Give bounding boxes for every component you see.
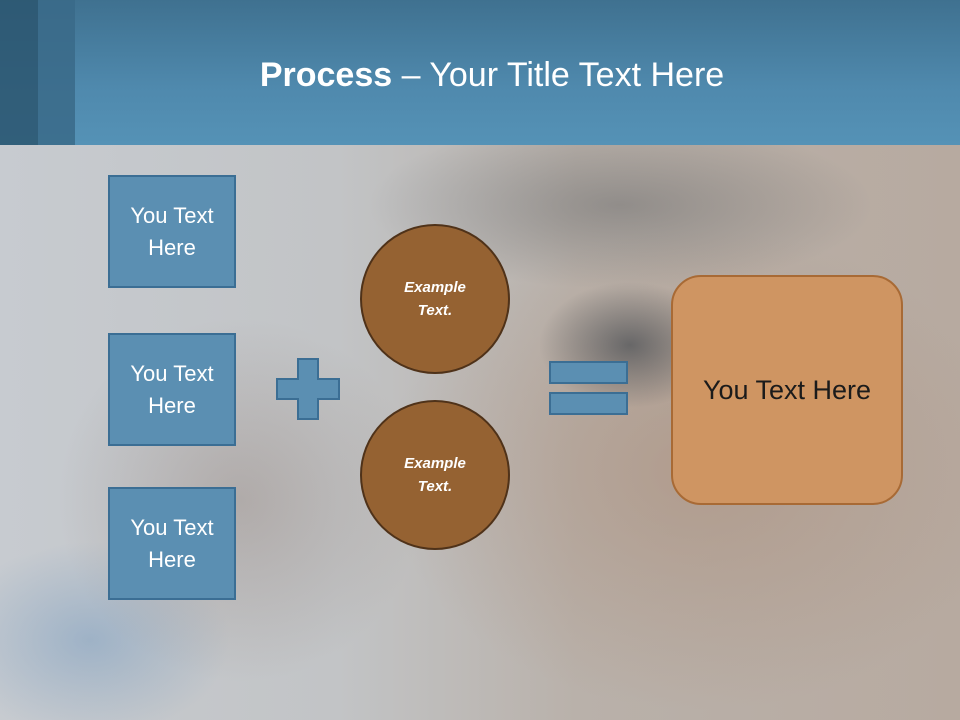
input-box-label: You Text Here (130, 360, 214, 418)
slide-title-rest: – Your Title Text Here (392, 56, 725, 94)
title-bar (0, 0, 960, 145)
slide-title: Process – Your Title Text Here (0, 50, 960, 100)
result-box-label: You Text Here (702, 375, 872, 405)
equals-icon (549, 361, 628, 415)
input-box-2[interactable]: You Text Here (108, 333, 236, 446)
input-box-1[interactable]: You Text Here (108, 175, 236, 288)
example-circle-1[interactable]: Example Text. (360, 224, 510, 374)
header-stripe (0, 0, 38, 145)
input-box-label: You Text Here (130, 202, 214, 260)
example-circle-label: Example Text. (404, 455, 466, 495)
plus-icon (276, 358, 340, 420)
slide-title-bold: Process (259, 56, 393, 94)
header-stripe (38, 0, 75, 145)
input-box-3[interactable]: You Text Here (108, 487, 236, 600)
example-circle-label: Example Text. (404, 279, 466, 319)
input-box-label: You Text Here (130, 514, 214, 572)
result-box[interactable]: You Text Here (671, 275, 903, 505)
example-circle-2[interactable]: Example Text. (360, 400, 510, 550)
